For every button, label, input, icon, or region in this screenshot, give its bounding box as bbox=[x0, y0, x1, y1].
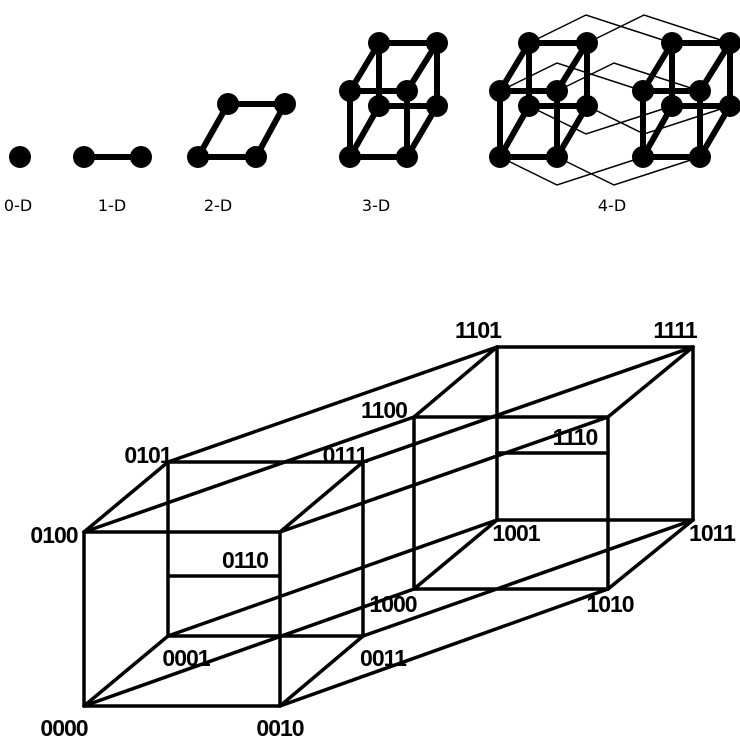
node bbox=[689, 146, 711, 168]
node bbox=[245, 146, 267, 168]
tesseract-edge-1010-1011 bbox=[606, 518, 695, 591]
node bbox=[689, 80, 711, 102]
tesseract-edge-1000-1001 bbox=[412, 518, 499, 591]
node bbox=[396, 146, 418, 168]
dimension-progression bbox=[9, 14, 740, 186]
node bbox=[187, 146, 209, 168]
node bbox=[339, 146, 361, 168]
node bbox=[339, 80, 361, 102]
tesseract-edge-1100-0100 bbox=[82, 415, 416, 534]
tesseract-edge-0000-0001 bbox=[82, 634, 170, 708]
vertex-label-1110: 1110 bbox=[553, 424, 598, 450]
vertex-label-1101: 1101 bbox=[455, 317, 502, 343]
tesseract-edge-1111-0111 bbox=[361, 345, 695, 464]
label-4d: 4-D bbox=[598, 196, 626, 215]
node bbox=[661, 95, 683, 117]
tesseract-edge-0100-0101 bbox=[82, 460, 170, 534]
node bbox=[546, 80, 568, 102]
tesseract-edge-1101-0101 bbox=[166, 345, 499, 464]
node bbox=[426, 95, 448, 117]
label-1d: 1-D bbox=[98, 196, 126, 215]
node bbox=[9, 146, 31, 168]
node bbox=[396, 80, 418, 102]
tesseract-edge-1011-0011 bbox=[361, 518, 695, 638]
connector-edge bbox=[586, 14, 731, 44]
labeled-tesseract bbox=[82, 345, 695, 708]
tesseract-edge-1110-1111 bbox=[606, 345, 695, 419]
node bbox=[518, 95, 540, 117]
label-3d: 3-D bbox=[362, 196, 390, 215]
vertex-label-1100: 1100 bbox=[361, 397, 407, 423]
tesseract-edge-1000-0000 bbox=[82, 587, 416, 708]
node bbox=[217, 93, 239, 115]
vertex-label-0010: 0010 bbox=[256, 715, 303, 741]
vertex-label-0101: 0101 bbox=[124, 442, 172, 468]
tesseract-edge-0010-0011 bbox=[278, 634, 365, 708]
node bbox=[489, 80, 511, 102]
vertex-label-0001: 0001 bbox=[162, 645, 210, 671]
node bbox=[489, 146, 511, 168]
connector-edge bbox=[528, 14, 673, 44]
vertex-label-0000: 0000 bbox=[40, 715, 87, 741]
vertex-label-1001: 1001 bbox=[492, 520, 540, 546]
vertex-label-0011: 0011 bbox=[360, 645, 407, 671]
vertex-label-0100: 0100 bbox=[30, 522, 77, 548]
tesseract-edge-0110-0111 bbox=[278, 460, 365, 534]
node bbox=[719, 32, 740, 54]
tesseract-edge-1001-0001 bbox=[166, 518, 499, 638]
vertex-label-1111: 1111 bbox=[653, 317, 698, 343]
node bbox=[661, 32, 683, 54]
node bbox=[368, 95, 390, 117]
node bbox=[518, 32, 540, 54]
vertex-label-1000: 1000 bbox=[369, 591, 416, 617]
node bbox=[576, 32, 598, 54]
node bbox=[73, 146, 95, 168]
tesseract-edge-1110-0110 bbox=[278, 415, 610, 534]
node bbox=[719, 95, 740, 117]
node bbox=[546, 146, 568, 168]
vertex-label-0110: 0110 bbox=[222, 547, 268, 573]
vertex-labels: 1101 1111 1100 1110 0101 0111 0100 0110 … bbox=[30, 317, 737, 741]
vertex-label-0111: 0111 bbox=[323, 442, 369, 468]
label-2d: 2-D bbox=[204, 196, 232, 215]
node bbox=[368, 32, 390, 54]
connector-edge bbox=[499, 156, 644, 186]
label-0d: 0-D bbox=[4, 196, 32, 215]
node bbox=[576, 95, 598, 117]
node bbox=[632, 80, 654, 102]
connector-edge bbox=[499, 62, 644, 92]
connector-edge bbox=[556, 156, 701, 186]
node bbox=[632, 146, 654, 168]
node bbox=[274, 93, 296, 115]
node bbox=[130, 146, 152, 168]
vertex-label-1010: 1010 bbox=[586, 591, 633, 617]
tesseract-edge-1010-0010 bbox=[278, 587, 610, 708]
vertex-label-1011: 1011 bbox=[689, 520, 736, 546]
node bbox=[426, 32, 448, 54]
connector-edge bbox=[528, 105, 673, 135]
tesseract-edge-1100-1101 bbox=[412, 345, 499, 419]
